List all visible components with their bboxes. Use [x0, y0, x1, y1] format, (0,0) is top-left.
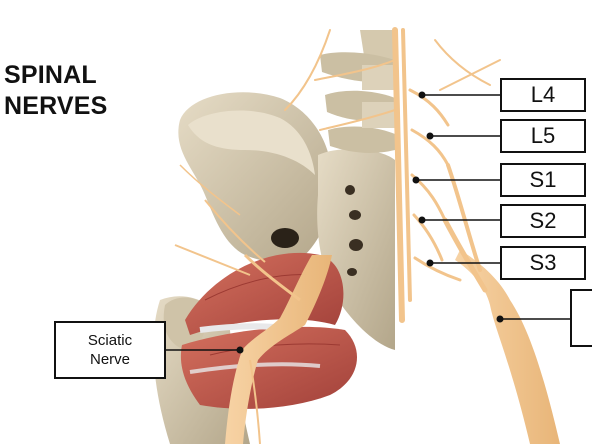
label-s2: S2	[500, 204, 586, 238]
title-line-1: SPINAL	[4, 61, 97, 89]
sacrum-bone	[317, 148, 395, 350]
sciatic-label-line-1: Sciatic	[87, 332, 133, 349]
spinal-nerve-roots	[284, 27, 501, 323]
diagram-title: SPINAL NERVES	[4, 60, 108, 122]
right-thigh-nerve	[455, 250, 560, 444]
leader-lines	[166, 94, 570, 351]
sciatic-nerve-path	[174, 164, 332, 444]
label-l4: L4	[500, 78, 586, 112]
label-l5: L5	[500, 119, 586, 153]
sciatic-label-line-2: Nerve	[89, 351, 130, 368]
iliac-wing	[178, 92, 333, 263]
label-cropped	[570, 289, 592, 347]
label-s1: S1	[500, 163, 586, 197]
leader-dots	[236, 91, 504, 354]
title-line-2: NERVES	[4, 92, 108, 120]
label-sciatic-nerve: Sciatic Nerve	[54, 321, 166, 379]
label-s3: S3	[500, 246, 586, 280]
lumbar-vertebrae	[320, 30, 395, 153]
